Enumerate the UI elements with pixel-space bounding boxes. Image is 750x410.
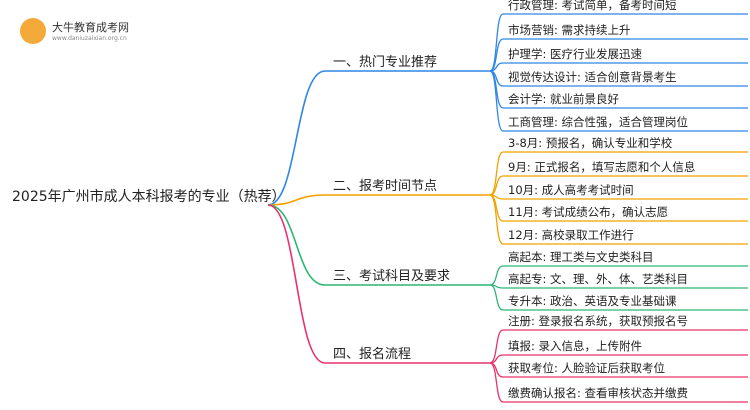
leaf-label-4-1: 注册: 登录报名系统，获取预报名号 xyxy=(508,314,688,328)
leaf-label-4-2: 填报: 录入信息，上传附件 xyxy=(508,339,642,353)
leaf-label-1-1: 行政管理: 考试简单，备考时间短 xyxy=(508,0,677,12)
leaf-connector-3-3 xyxy=(489,284,504,311)
leaf-connector-1-6 xyxy=(489,70,504,132)
branch-connector-1 xyxy=(267,70,326,206)
leaf-label-1-6: 工商管理: 综合性强，适合管理岗位 xyxy=(508,115,688,129)
leaf-label-4-3: 获取考位: 人脸验证后获取考位 xyxy=(508,361,665,375)
logo-title: 大牛教育成考网 xyxy=(52,21,129,34)
leaf-label-4-4: 缴费确认报名: 查看审核状态并缴费 xyxy=(508,386,688,400)
leaf-label-3-2: 高起专: 文、理、外、体、艺类科目 xyxy=(508,272,688,286)
leaf-label-2-4: 11月: 考试成绩公布，确认志愿 xyxy=(508,205,668,219)
leaf-label-1-3: 护理学: 医疗行业发展迅速 xyxy=(508,47,643,61)
leaf-connector-4-4 xyxy=(489,362,504,403)
leaf-connector-2-1 xyxy=(489,151,504,196)
leaf-label-2-3: 10月: 成人高考考试时间 xyxy=(508,183,634,197)
branch-connector-4 xyxy=(267,204,326,364)
leaf-connector-2-5 xyxy=(489,194,504,245)
branch-title-1: 一、热门专业推荐 xyxy=(333,55,437,70)
leaf-label-3-3: 专升本: 政治、英语及专业基础课 xyxy=(508,294,677,308)
logo-url: www.daniuzaixian.org.cn xyxy=(52,35,127,42)
leaf-label-1-2: 市场营销: 需求持续上升 xyxy=(508,23,631,37)
leaf-connector-2-2 xyxy=(489,175,504,196)
branch-title-4: 四、报名流程 xyxy=(333,346,411,362)
book-logo-icon xyxy=(20,18,46,44)
leaf-connector-3-1 xyxy=(489,265,504,286)
leaf-label-3-1: 高起本: 理工类与文史类科目 xyxy=(508,250,654,264)
leaf-label-1-4: 视觉传达设计: 适合创意背景考生 xyxy=(508,70,677,84)
branch-title-3: 三、考试科目及要求 xyxy=(333,269,450,284)
branch-title-2: 二、报考时间节点 xyxy=(333,179,437,194)
root-topic: 2025年广州市成人本科报考的专业（热荐） xyxy=(12,188,286,205)
branch-connector-3 xyxy=(267,204,326,286)
leaf-label-2-5: 12月: 高校录取工作进行 xyxy=(508,228,634,242)
site-logo: 大牛教育成考网 www.daniuzaixian.org.cn xyxy=(20,14,140,48)
branch-connector-2 xyxy=(267,194,326,206)
leaf-label-1-5: 会计学: 就业前景良好 xyxy=(508,92,620,106)
leaf-label-2-2: 9月: 正式报名，填写志愿和个人信息 xyxy=(508,160,695,174)
leaf-label-2-1: 3-8月: 预报名，确认专业和学校 xyxy=(508,136,673,150)
leaf-connector-1-1 xyxy=(489,13,504,72)
leaf-connector-4-1 xyxy=(489,329,504,364)
leaf-connector-1-2 xyxy=(489,38,504,72)
